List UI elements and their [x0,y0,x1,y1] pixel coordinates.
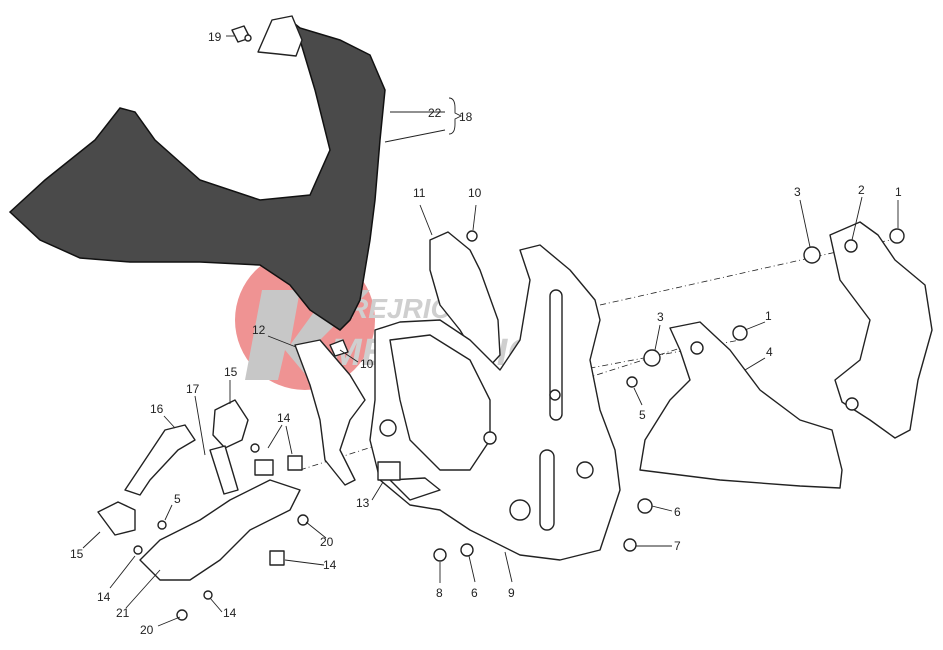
callout-22: 22 [428,106,442,120]
callout-20b: 20 [140,623,154,637]
screw-5 [626,376,638,388]
callout-1: 1 [895,185,902,199]
screw-8 [433,548,447,562]
screw-10 [466,230,478,242]
side-panel-2 [829,221,933,439]
callout-3: 3 [794,185,801,199]
bracket-21 [139,479,301,581]
washer-3b [643,349,661,367]
callout-20a: 20 [320,535,334,549]
callout-4: 4 [766,345,773,359]
main-frame-9 [369,244,621,561]
callout-16: 16 [150,402,164,416]
washer-3 [803,246,821,264]
nut-1b [732,325,748,341]
callout-7: 7 [674,539,681,553]
washer-6b [460,543,474,557]
callout-14b: 14 [97,590,111,604]
side-panel-4 [639,321,843,489]
bracket-15a [212,399,249,449]
callout-8: 8 [436,586,443,600]
spring-17 [209,445,239,495]
callout-18: 18 [459,110,473,124]
callout-13: 13 [356,496,370,510]
callout-5: 5 [639,408,646,422]
callout-15a: 15 [224,365,238,379]
rod-16 [124,424,196,496]
callout-2: 2 [858,183,865,197]
callout-9: 9 [508,586,515,600]
leader-lines [82,35,899,627]
nut-1 [889,228,905,244]
callout-21: 21 [116,606,130,620]
callout-10: 10 [468,186,482,200]
callout-15b: 15 [70,547,84,561]
lower-bracket-assembly [97,34,309,621]
callout-12: 12 [252,323,266,337]
callout-labels: 19 22 18 1 2 3 1 3 4 5 6 7 8 6 9 11 10 1… [70,30,902,637]
cap-7 [623,538,637,552]
callout-10b: 10 [360,357,374,371]
bracket-12 [294,339,366,486]
callout-6b: 6 [471,586,478,600]
callout-14a: 14 [277,411,291,425]
callout-6: 6 [674,505,681,519]
callout-14d: 14 [223,606,237,620]
callout-3b: 3 [657,310,664,324]
washer-6 [637,498,653,514]
fairing-shell [8,19,386,331]
bracket-11 [429,231,501,369]
fairing-panel [8,15,386,331]
fairing-top-bracket [257,15,303,57]
bracket-15b [97,501,136,536]
rubber-13 [377,461,401,481]
callout-14c: 14 [323,558,337,572]
callout-5b: 5 [174,492,181,506]
callout-17: 17 [186,382,200,396]
callout-19: 19 [208,30,222,44]
callout-11: 11 [413,186,426,200]
callout-1b: 1 [765,309,772,323]
